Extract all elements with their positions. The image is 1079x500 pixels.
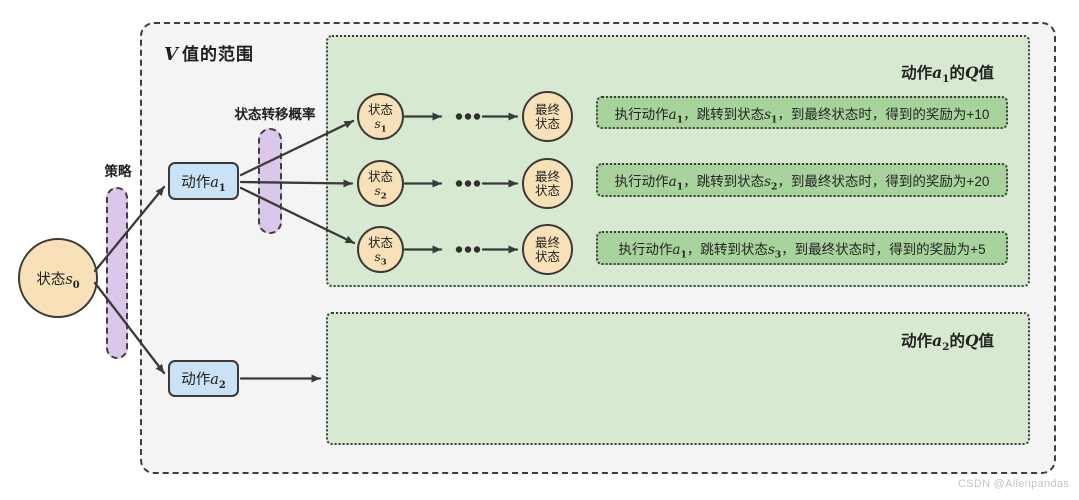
policy-bar bbox=[106, 187, 128, 359]
v-range-text: 值的范围 bbox=[181, 45, 254, 64]
q2-title-text2: 的 bbox=[949, 333, 965, 350]
state-s3-sub: 3 bbox=[380, 257, 387, 267]
reward-1-sub1: 1 bbox=[676, 114, 684, 126]
final-state-1-line1: 最终 bbox=[534, 102, 560, 117]
reward-note-2: 执行动作a1，跳转到状态s2，到最终状态时，得到的奖励为+20 bbox=[596, 163, 1008, 197]
q2-title-var1: a bbox=[932, 331, 943, 350]
action-a1-sub: 1 bbox=[218, 182, 226, 194]
reward-3-var2: s bbox=[767, 242, 775, 258]
q2-title-sub1: 2 bbox=[942, 341, 950, 354]
v-range-var: V bbox=[164, 44, 179, 65]
state-s2-var: s bbox=[374, 182, 381, 198]
state-s1-node: 状态 s1 bbox=[357, 93, 404, 140]
reward-1-var2: s bbox=[764, 106, 772, 123]
final-state-3-line2: 状态 bbox=[534, 249, 560, 264]
reward-1-seg1: 执行动作 bbox=[614, 106, 669, 122]
state-s0-text: 状态 bbox=[36, 271, 66, 288]
state-s2-text: 状态 bbox=[367, 169, 393, 184]
q2-title-text3: 值 bbox=[978, 333, 994, 350]
reward-2-sub2: 2 bbox=[771, 181, 778, 193]
reward-3-var1: a bbox=[672, 242, 681, 258]
final-state-1-line2: 状态 bbox=[534, 116, 560, 131]
action-a2-sub: 2 bbox=[218, 379, 226, 391]
final-state-node-1: 最终 状态 bbox=[522, 91, 573, 142]
reward-1-text: 执行动作a1，跳转到状态s1，到最终状态时，得到的奖励为+10 bbox=[614, 103, 990, 126]
q1-title-text2: 的 bbox=[949, 65, 965, 82]
reward-2-seg1: 执行动作 bbox=[614, 174, 669, 189]
transition-probability-label: 状态转移概率 bbox=[234, 107, 316, 122]
reward-3-seg2: ，跳转到状态 bbox=[686, 242, 768, 257]
q1-title-text3: 值 bbox=[978, 65, 994, 82]
action-a2-label: 动作a2 bbox=[181, 368, 226, 391]
reward-3-sub2: 3 bbox=[774, 249, 782, 261]
final-state-3-line1: 最终 bbox=[534, 235, 560, 250]
state-s3-var: s bbox=[374, 248, 381, 264]
state-s0-sub: 0 bbox=[72, 279, 80, 291]
q2-section-box: 动作a2的Q值 bbox=[326, 312, 1030, 445]
q2-title-var2: Q bbox=[964, 331, 979, 350]
state-s1-sub: 1 bbox=[380, 124, 387, 134]
reward-3-seg3: ，到最终状态时，得到的奖励为+5 bbox=[781, 242, 986, 257]
reward-1-sub2: 1 bbox=[771, 114, 778, 126]
reward-2-seg3: ，到最终状态时，得到的奖励为+20 bbox=[777, 174, 990, 189]
action-a2-var: a bbox=[210, 372, 219, 388]
final-state-node-2: 最终 状态 bbox=[522, 158, 573, 209]
reward-3-seg1: 执行动作 bbox=[618, 242, 673, 257]
reward-2-var1: a bbox=[668, 174, 677, 190]
q2-title-text1: 动作 bbox=[901, 333, 933, 350]
watermark: CSDN @Allenpandas bbox=[957, 478, 1069, 490]
state-s3-varline: s3 bbox=[374, 248, 387, 267]
q1-title-text1: 动作 bbox=[901, 65, 933, 82]
q2-title: 动作a2的Q值 bbox=[901, 329, 994, 354]
transition-probability-bar bbox=[258, 128, 282, 234]
state-s0-var: s bbox=[65, 271, 73, 288]
q1-title-var1: a bbox=[932, 63, 943, 82]
final-state-node-3: 最终 状态 bbox=[522, 224, 573, 275]
reward-2-text: 执行动作a1，跳转到状态s2，到最终状态时，得到的奖励为+20 bbox=[614, 170, 990, 193]
reward-1-var1: a bbox=[668, 106, 677, 123]
reward-1-seg2: ，跳转到状态 bbox=[683, 106, 765, 122]
action-a1-node: 动作a1 bbox=[168, 162, 239, 200]
state-s2-sub: 2 bbox=[380, 191, 387, 201]
reward-3-text: 执行动作a1，跳转到状态s3，到最终状态时，得到的奖励为+5 bbox=[618, 238, 986, 261]
reward-3-sub1: 1 bbox=[680, 249, 687, 261]
q1-title-sub1: 1 bbox=[942, 73, 950, 86]
state-s3-node: 状态 s3 bbox=[357, 226, 404, 273]
reward-note-1: 执行动作a1，跳转到状态s1，到最终状态时，得到的奖励为+10 bbox=[596, 96, 1008, 129]
state-s2-varline: s2 bbox=[374, 182, 387, 201]
action-a1-var: a bbox=[210, 174, 219, 191]
final-state-2-line2: 状态 bbox=[534, 183, 560, 198]
reward-2-sub1: 1 bbox=[676, 181, 684, 193]
q1-title: 动作a1的Q值 bbox=[901, 61, 994, 86]
state-s3-text: 状态 bbox=[367, 235, 393, 250]
state-s2-node: 状态 s2 bbox=[357, 160, 404, 207]
state-s0-node: 状态s0 bbox=[18, 238, 98, 318]
action-a2-node: 动作a2 bbox=[168, 360, 239, 397]
reward-note-3: 执行动作a1，跳转到状态s3，到最终状态时，得到的奖励为+5 bbox=[596, 231, 1008, 265]
action-a1-text: 动作 bbox=[181, 174, 211, 191]
reward-2-seg2: ，跳转到状态 bbox=[683, 174, 765, 189]
action-a2-text: 动作 bbox=[181, 372, 211, 388]
state-s1-var: s bbox=[374, 115, 381, 131]
reward-2-var2: s bbox=[764, 174, 772, 190]
reward-1-seg3: ，到最终状态时，得到的奖励为+10 bbox=[777, 106, 990, 122]
policy-label: 策略 bbox=[104, 164, 132, 179]
action-a1-label: 动作a1 bbox=[181, 171, 226, 194]
state-s1-varline: s1 bbox=[374, 115, 387, 134]
final-state-2-line1: 最终 bbox=[534, 169, 560, 184]
state-s0-label: 状态s0 bbox=[36, 268, 80, 291]
state-s1-text: 状态 bbox=[367, 102, 393, 117]
q1-title-var2: Q bbox=[964, 63, 979, 82]
